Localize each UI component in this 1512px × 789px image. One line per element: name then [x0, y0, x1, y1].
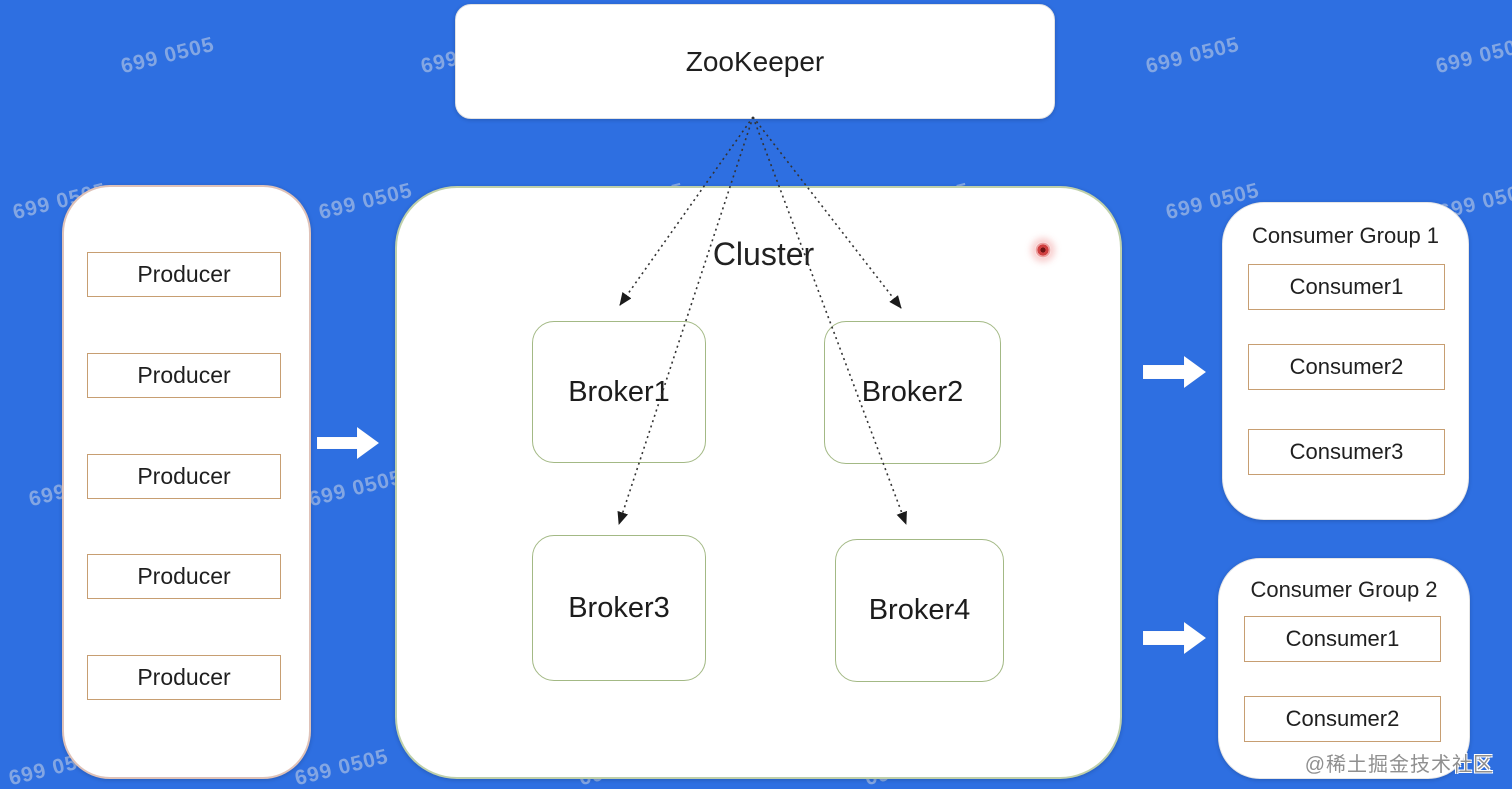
broker2-box: Broker2	[824, 321, 1001, 464]
zookeeper-label: ZooKeeper	[685, 45, 825, 77]
consumer-box: Consumer2	[1248, 344, 1445, 390]
broker4-box: Broker4	[835, 539, 1004, 682]
consumer-box: Consumer1	[1244, 616, 1441, 662]
consumer-group-2-title: Consumer Group 2	[1250, 577, 1438, 602]
consumer-box: Consumer1	[1248, 264, 1445, 310]
producer-panel: Producer Producer Producer Producer Prod…	[62, 185, 311, 779]
watermark-tile: 699 0505	[316, 178, 415, 225]
consumer-group-2-panel: Consumer Group 2 Consumer1 Consumer2	[1218, 558, 1470, 779]
producer-box: Producer	[87, 655, 281, 700]
broker3-box: Broker3	[532, 535, 706, 681]
cluster-panel: Cluster Broker1 Broker2 Broker3 Broker4	[395, 186, 1122, 779]
flow-arrow-cluster-to-group1	[1142, 355, 1207, 389]
flow-arrow-cluster-to-group2	[1142, 621, 1207, 655]
watermark-tile: 699 0505	[1433, 32, 1512, 79]
consumer-box: Consumer2	[1244, 696, 1441, 742]
watermark-tile: 699 0505	[292, 744, 391, 789]
producer-box: Producer	[87, 554, 281, 599]
flow-arrow-producers-to-cluster	[316, 426, 380, 460]
watermark-tile: 699 0505	[118, 32, 217, 79]
producer-box: Producer	[87, 454, 281, 499]
zookeeper-box: ZooKeeper	[455, 4, 1055, 119]
cluster-title: Cluster	[712, 236, 815, 272]
consumer-box: Consumer3	[1248, 429, 1445, 475]
red-dot-indicator	[1035, 242, 1051, 258]
producer-box: Producer	[87, 252, 281, 297]
producer-box: Producer	[87, 353, 281, 398]
broker1-box: Broker1	[532, 321, 706, 463]
consumer-group-1-panel: Consumer Group 1 Consumer1 Consumer2 Con…	[1222, 202, 1469, 520]
consumer-group-1-title: Consumer Group 1	[1251, 223, 1440, 248]
watermark-tile: 699 0505	[306, 465, 405, 512]
watermark-tile: 699 0505	[1143, 32, 1242, 79]
community-watermark: @稀土掘金技术社区	[1304, 754, 1494, 776]
